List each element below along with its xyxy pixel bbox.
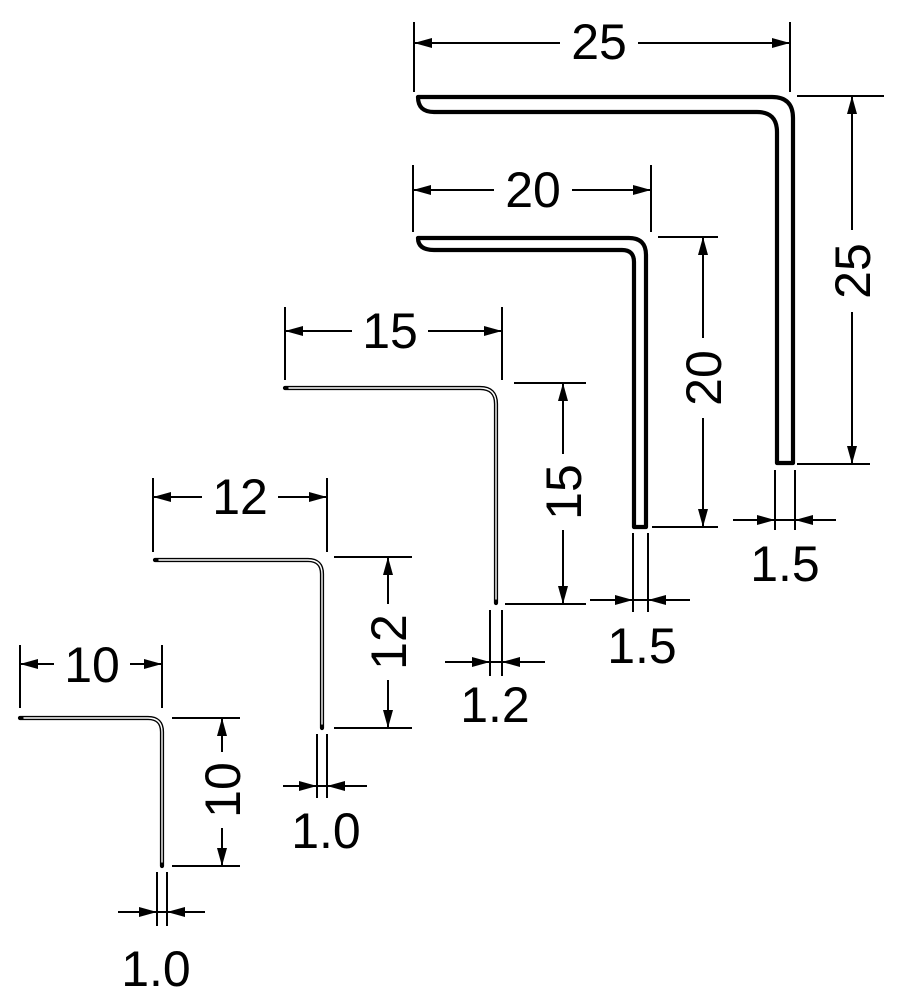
dimension-arrow [757,515,775,525]
width-label: 20 [505,162,561,218]
height-label: 15 [536,464,592,520]
height-label: 20 [676,350,732,406]
dimension-arrow [472,657,490,667]
height-label: 10 [195,762,251,818]
thickness-label: 1.5 [750,536,820,592]
angle-profile-5: 25 25 1.5 [413,14,884,592]
angle-profile-3: 15 15 1.2 [282,303,592,733]
angle-profile-outline [152,557,325,731]
dimension-arrow [633,185,651,195]
thickness-label: 1.0 [291,803,361,859]
angle-profile-2: 12 12 1.0 [152,469,417,859]
dimension-arrow [413,185,431,195]
dimension-arrow [414,38,432,48]
height-label: 25 [825,243,881,299]
dimension-arrow [299,781,317,791]
height-label: 12 [361,614,417,670]
angle-profile-4: 20 20 1.5 [412,162,732,674]
width-label: 12 [212,469,268,525]
dimension-arrow [309,492,327,502]
angle-profile-1: 10 10 1.0 [17,637,251,997]
thickness-label: 1.5 [607,618,677,674]
dimension-arrow [153,492,171,502]
dimension-arrow [698,509,708,527]
dimension-arrow [795,515,813,525]
dimension-arrow [558,383,568,401]
thickness-label: 1.2 [460,677,530,733]
dimension-arrow [484,326,502,336]
dimension-arrow [847,96,857,114]
angle-profile-inner-line [288,387,497,600]
width-label: 10 [64,637,120,693]
dimension-arrow [217,718,227,736]
angle-profile-outline [415,94,796,466]
dimension-arrow [698,237,708,255]
dimension-arrow [327,781,345,791]
angle-profile-outline [415,235,649,530]
dimension-arrow [383,710,393,728]
dimension-arrow [772,38,790,48]
dimension-arrow [383,557,393,575]
angle-profile-outline [17,715,165,869]
angle-profile-inner-line [158,559,323,725]
dimension-arrow [285,326,303,336]
dimension-arrow [139,907,157,917]
width-label: 15 [362,303,418,359]
thickness-label: 1.0 [121,941,191,997]
dimension-arrow [502,657,520,667]
dimension-arrow [144,659,162,669]
width-label: 25 [571,14,627,70]
dimension-arrow [20,659,38,669]
dimension-arrow [558,586,568,604]
dimension-arrow [615,595,633,605]
dimension-arrow [217,848,227,866]
dimension-arrow [167,907,185,917]
dimension-arrow [847,446,857,464]
dimension-arrow [648,595,666,605]
angle-profile-inner-line [23,717,163,863]
